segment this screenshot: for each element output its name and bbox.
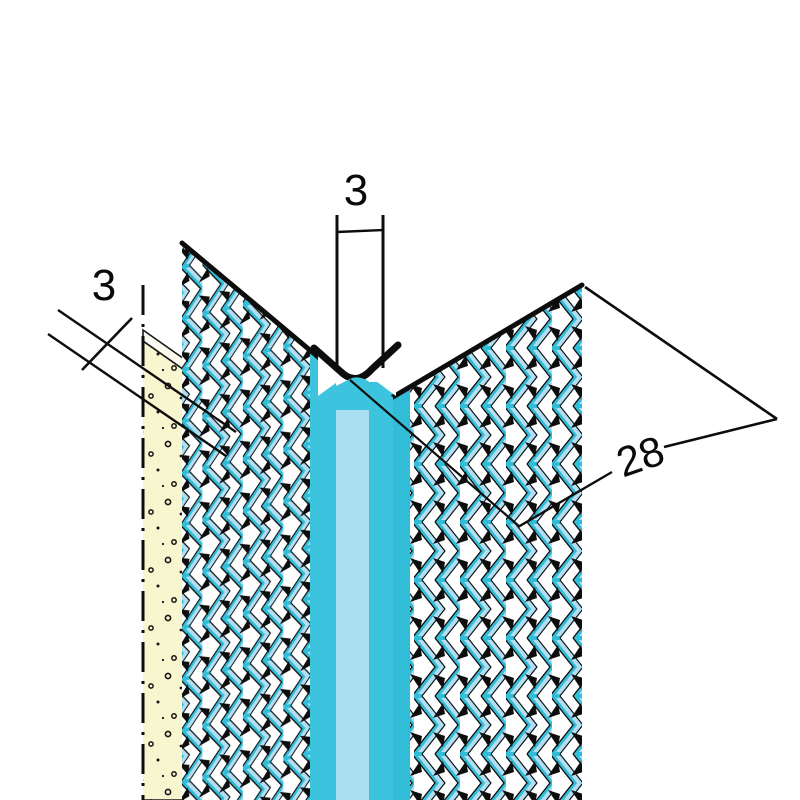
dim-left-ext-line-upper — [57, 309, 237, 433]
dim-left-ext-line-lower — [47, 333, 227, 457]
mesh-left-top-edge-line — [179, 240, 339, 375]
dim-top-arrow-line — [336, 228, 384, 234]
mesh-right-fold-band — [393, 387, 410, 800]
dim-left-label: 3 — [92, 261, 116, 310]
dimension-top-thickness: 3 — [335, 166, 385, 368]
render-band-light — [336, 388, 369, 800]
dim-left-tick — [81, 317, 133, 371]
render-band-mid — [369, 382, 393, 800]
mesh-left-inner-band — [310, 352, 336, 800]
corner-detail-leader — [349, 379, 521, 528]
dimension-left-thickness: 3 — [47, 261, 237, 457]
corner-nose-white-cap — [318, 348, 396, 396]
leader-28-pointer — [517, 470, 613, 529]
render-bands — [330, 382, 393, 800]
dim-top-label: 3 — [344, 166, 368, 215]
mesh-right-top-edge-line — [390, 282, 585, 400]
leader-28-upper — [584, 285, 778, 421]
mesh-left-top-edge — [179, 240, 339, 375]
leader-28-return — [663, 417, 778, 449]
